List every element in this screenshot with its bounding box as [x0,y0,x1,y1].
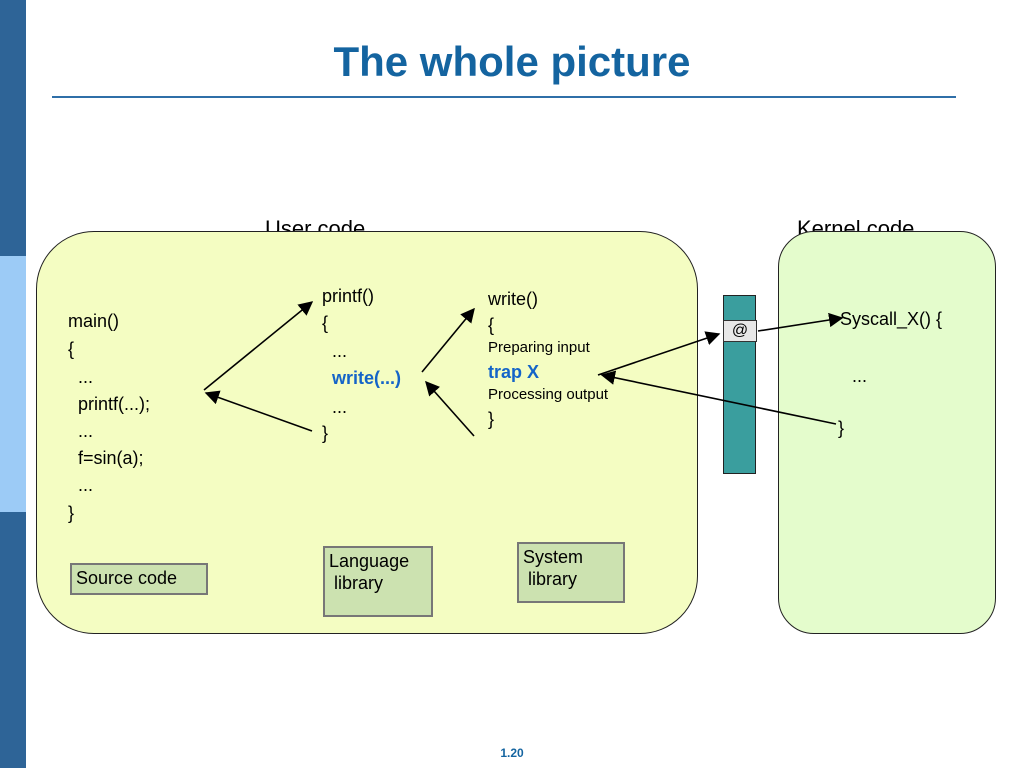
write-processing-output: Processing output [488,386,609,403]
write-close-brace: } [488,409,495,429]
write-header: write() [488,289,538,309]
write-preparing-input: Preparing input [488,339,590,356]
printf-line: ... [322,341,348,361]
system-library-label: System library [517,542,625,603]
language-library-line: library [329,573,384,593]
main-line: ... [68,475,94,495]
syscall-body: ... [852,366,868,386]
syscall-close-brace: } [838,418,845,438]
main-line: } [68,503,75,523]
arrow-trap-to-table [597,331,721,376]
printf-line: ... [322,397,348,417]
language-library-line: Language [329,551,410,571]
main-line: printf(...); [68,394,151,414]
main-line: main() [68,311,120,331]
slide-title: The whole picture [333,38,691,85]
printf-line: { [322,313,329,333]
sidebar-segment-bottom [0,512,26,768]
write-open-brace: { [488,315,495,335]
arrow-table-to-syscall [757,312,844,332]
page-number: 1.20 [500,746,524,760]
arrow-printf-return [204,390,313,432]
printf-write-call: write(...) [322,368,402,388]
write-trap-x: trap X [488,362,540,382]
title-underline [52,96,956,98]
source-code-label: Source code [70,563,208,595]
syscall-header: Syscall_X() { [840,309,943,329]
trap-table-entry: @ [723,320,757,342]
printf-line: printf() [322,286,375,306]
language-library-label: Language library [323,546,433,617]
main-line: f=sin(a); [68,448,144,468]
main-line: ... [68,367,94,387]
source-code-text: Source code [76,568,178,588]
kernel-code-region [778,231,996,634]
arrow-main-to-printf [203,301,314,391]
system-library-line: System [523,547,584,567]
main-line: ... [68,421,94,441]
arrow-syscall-return [600,370,837,425]
sidebar-segment-middle [0,256,26,512]
arrow-printf-to-write [421,307,475,373]
system-library-line: library [523,569,578,589]
main-line: { [68,339,75,359]
printf-line: } [322,423,329,443]
sidebar-stripe [0,0,26,768]
sidebar-segment-top [0,0,26,256]
arrow-write-return [425,380,475,437]
